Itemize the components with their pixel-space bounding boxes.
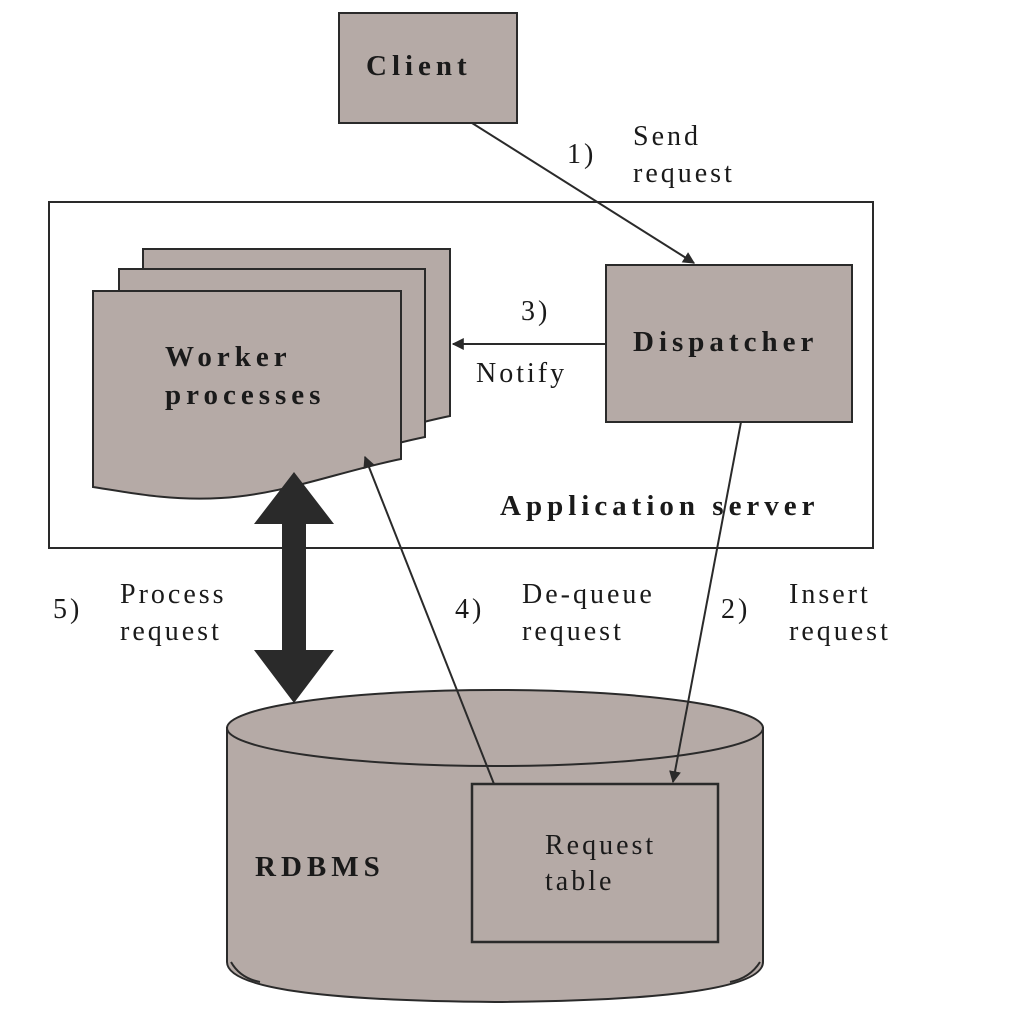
dispatcher-box	[605, 264, 853, 423]
rdbms-bottom-curve	[230, 961, 761, 983]
request-table-label-line2: table	[545, 866, 614, 897]
worker-processes-stack	[92, 248, 451, 500]
request-table-label-line1: Request	[545, 830, 656, 861]
step1-line2: request	[633, 158, 735, 189]
step2-line1: Insert	[789, 579, 871, 610]
step3-number: 3)	[521, 296, 550, 327]
step3-line1: Notify	[476, 358, 567, 389]
worker-label-line1: Worker	[165, 341, 292, 373]
arrow-process-request-bidirectional	[254, 472, 334, 703]
rdbms-label: RDBMS	[255, 851, 385, 883]
step5-line2: request	[120, 616, 222, 647]
application-server-label: Application server	[500, 490, 820, 522]
dispatcher-label: Dispatcher	[633, 326, 818, 358]
arrow-send-request	[471, 122, 696, 264]
client-box	[338, 12, 518, 124]
step2-number: 2)	[721, 594, 750, 625]
client-label: Client	[366, 50, 472, 82]
step4-number: 4)	[455, 594, 484, 625]
step4-line1: De-queue	[522, 579, 655, 610]
worker-label-line2: processes	[165, 379, 325, 411]
step1-line1: Send	[633, 121, 701, 152]
arrow-dequeue-request	[363, 455, 495, 785]
step2-line2: request	[789, 616, 891, 647]
rdbms-top	[226, 689, 764, 767]
step1-number: 1)	[567, 139, 596, 170]
step5-number: 5)	[53, 594, 82, 625]
arrow-insert-request	[669, 421, 742, 784]
step4-line2: request	[522, 616, 624, 647]
request-table-box	[470, 782, 720, 944]
step5-line1: Process	[120, 579, 227, 610]
